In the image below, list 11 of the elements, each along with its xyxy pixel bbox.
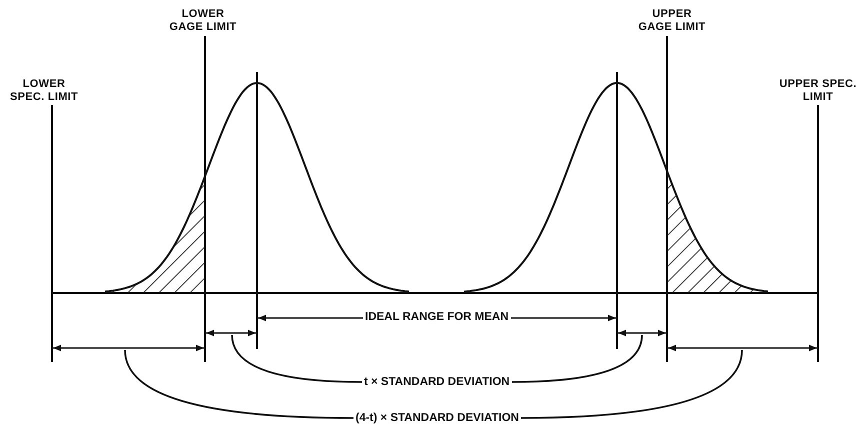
- leader-line: [512, 334, 643, 383]
- dimension-label: t × STANDARD DEVIATION: [362, 376, 512, 388]
- leader-line: [520, 350, 743, 419]
- leader-line: [231, 334, 362, 383]
- dimension-label: IDEAL RANGE FOR MEAN: [363, 311, 511, 323]
- dimension-label: (4-t) × STANDARD DEVIATION: [354, 412, 521, 424]
- leader-line: [124, 350, 354, 419]
- limit-label: LOWER GAGE LIMIT: [168, 8, 238, 34]
- limit-label: UPPER GAGE LIMIT: [637, 8, 707, 34]
- limit-label: LOWER SPEC. LIMIT: [8, 78, 80, 104]
- limit-label: UPPER SPEC. LIMIT: [778, 78, 858, 104]
